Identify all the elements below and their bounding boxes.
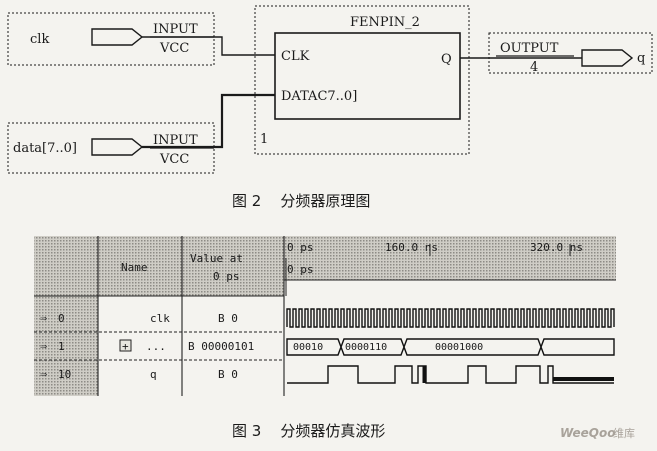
clk-pin-symbol — [91, 28, 144, 46]
expand-toggle-icon[interactable]: + — [122, 340, 129, 353]
waveform-labels: Name Value at 0 ps 0 ps 160.0 ns 320.0 n… — [40, 241, 583, 440]
signal-row-data[interactable]: ⇒ 1 + ... B 00000101 — [40, 339, 254, 353]
signal-icon: ⇒ — [40, 311, 47, 325]
signal-value: B 00000101 — [188, 340, 254, 353]
bus-segment-label-3: 00001000 — [435, 342, 483, 353]
signal-name: q — [150, 368, 157, 381]
q-pin-symbol — [581, 49, 634, 67]
figure3-caption: 图 3 分频器仿真波形 — [232, 422, 385, 440]
bus-segment-label-2: 0000110 — [345, 342, 387, 353]
block-port-clk: CLK — [281, 49, 310, 64]
column-header-value-line1: Value at — [190, 252, 243, 265]
signal-row-q[interactable]: ⇒ 10 q B 0 — [40, 367, 238, 381]
row-index: 0 — [58, 312, 65, 325]
clk-wire — [142, 36, 275, 56]
cursor-time-label: 0 ps — [287, 263, 314, 276]
block-instance-number: 1 — [260, 132, 268, 147]
clk-waveform — [286, 308, 615, 328]
bus-segment-label-1: 00010 — [293, 342, 323, 353]
time-label-160ns: 160.0 ns — [385, 241, 438, 254]
figure2-caption: 图 2 分频器原理图 — [232, 192, 370, 210]
timeline-header-bg — [284, 236, 616, 280]
column-header-name: Name — [121, 261, 148, 274]
block-port-data: DATAC7..0] — [281, 89, 357, 104]
schematic-labels: clk INPUT VCC data[7..0] INPUT VCC FENPI… — [13, 15, 645, 210]
signal-value: B 0 — [218, 368, 238, 381]
data-pin-name: data[7..0] — [13, 141, 77, 156]
expand-toggle-box[interactable] — [119, 339, 132, 352]
signal-icon: ⇒ — [40, 367, 47, 381]
data-pin-vcc: VCC — [159, 152, 189, 167]
q-waveform — [287, 365, 614, 384]
time-label-start: 0 ps — [287, 241, 314, 254]
watermark-brand: WeeQoo — [560, 426, 615, 440]
block-port-q: Q — [441, 52, 452, 67]
output-pin-name: q — [637, 51, 645, 66]
header-row-bg — [98, 236, 284, 296]
data-wire — [142, 93, 275, 149]
column-header-value-line2: 0 ps — [213, 270, 240, 283]
waveform-traces — [286, 308, 615, 384]
watermark-suffix: 维库 — [613, 427, 635, 440]
signal-icon: ⇒ — [40, 339, 47, 353]
block-instance-frame — [254, 5, 470, 155]
signal-name: clk — [150, 312, 170, 325]
schematic-diagram — [7, 5, 653, 174]
watermark: WeeQoo 维库 — [560, 426, 635, 440]
data-bus-waveform — [286, 338, 615, 356]
output-pin-type: OUTPUT — [500, 41, 559, 56]
clk-pin-vcc: VCC — [159, 41, 189, 56]
output-pin-frame — [488, 32, 653, 74]
data-pin-type: INPUT — [153, 133, 198, 148]
time-label-320ns: 320.0 ns — [530, 241, 583, 254]
clk-pin-type: INPUT — [153, 22, 198, 37]
clk-input-frame — [7, 12, 215, 66]
index-column-bg — [34, 236, 98, 396]
signal-name: ... — [146, 340, 166, 353]
data-pin-symbol — [91, 138, 144, 156]
row-index: 10 — [58, 368, 71, 381]
row-index: 1 — [58, 340, 65, 353]
fenpin-block — [274, 32, 461, 120]
clk-pin-name: clk — [30, 32, 49, 47]
signal-value: B 0 — [218, 312, 238, 325]
waveform-panel — [34, 236, 616, 396]
output-pin-number: 4 — [530, 60, 538, 75]
block-title: FENPIN_2 — [350, 15, 420, 30]
signal-row-clk[interactable]: ⇒ 0 clk B 0 — [40, 311, 238, 325]
